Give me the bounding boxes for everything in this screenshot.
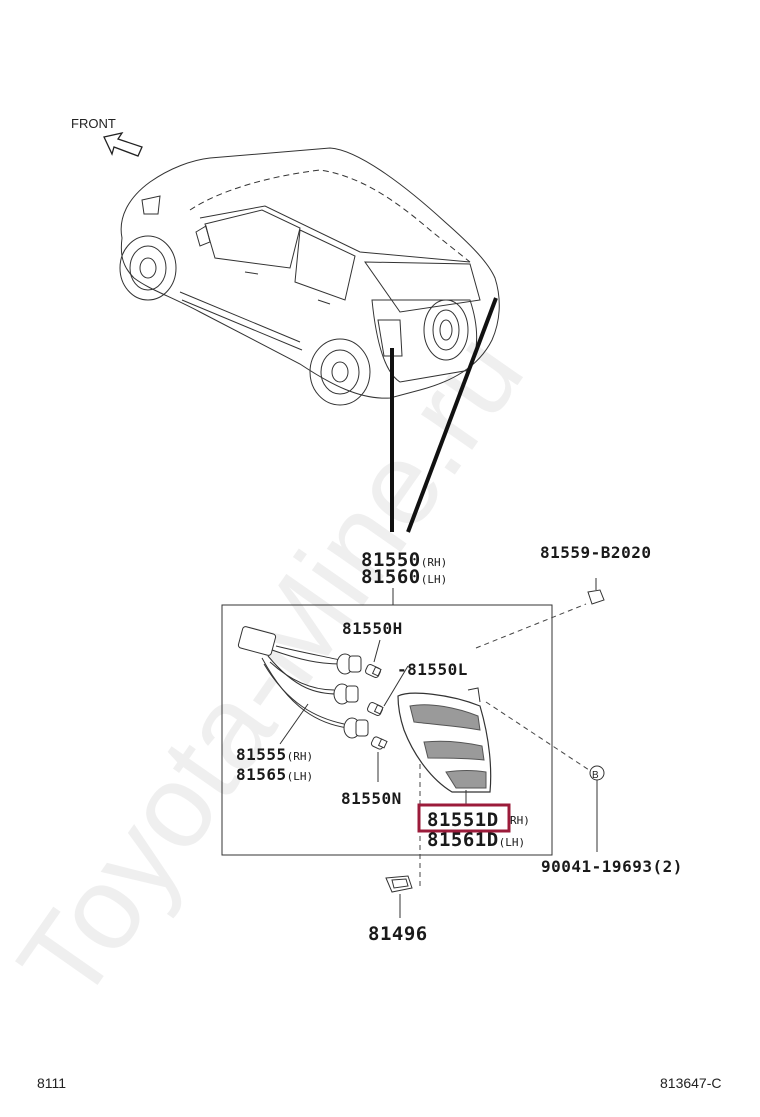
assembly-rh-part-number[interactable]: 81550(RH)	[361, 549, 447, 571]
bulb-81550n-icon	[370, 736, 388, 750]
part-81565[interactable]: 81565(LH)	[236, 765, 313, 784]
bulbs	[365, 663, 388, 750]
lamp-sockets	[333, 653, 369, 739]
footer-left-code: 8111	[37, 1075, 66, 1091]
part-81561d[interactable]: 81561D(LH)	[427, 829, 525, 851]
part-81555[interactable]: 81555(RH)	[236, 745, 313, 764]
ref-b-marker: B	[589, 765, 605, 781]
part-90041-19693[interactable]: 90041-19693(2)	[541, 857, 683, 876]
assembly-frame	[221, 604, 553, 856]
assembly-lh-side: (LH)	[421, 573, 448, 586]
part-81496[interactable]: 81496	[368, 923, 428, 945]
highlight-box-81551d	[417, 803, 511, 833]
part-81550h[interactable]: 81550H	[342, 619, 403, 638]
footer-right-code: 813647-C	[660, 1075, 722, 1091]
part-81496-icon	[385, 875, 413, 893]
part-81550n[interactable]: 81550N	[341, 789, 402, 808]
assembly-leader-lines	[390, 297, 498, 533]
leader-81550l	[383, 665, 409, 707]
part-81551d[interactable]: 81551D	[427, 809, 499, 831]
bulb-81550l-icon	[367, 701, 384, 717]
part-81550l[interactable]: -81550L	[397, 660, 468, 679]
front-label: FRONT	[71, 116, 116, 131]
part-81559-b2020[interactable]: 81559-B2020	[540, 543, 651, 562]
clip-81559-icon	[587, 578, 605, 605]
wiring-harness	[237, 626, 349, 729]
bulb-81550h-icon	[365, 663, 382, 679]
vehicle-illustration	[119, 147, 500, 406]
ref-b-label: B	[592, 770, 599, 781]
leader-81555	[279, 703, 309, 745]
front-arrow-icon	[103, 132, 143, 157]
assembly-lh-part-number[interactable]: 81560(LH)	[361, 566, 447, 588]
leader-81550h	[373, 639, 381, 663]
assembly-rh-side: (RH)	[421, 556, 448, 569]
lamp-lens-illustration	[397, 687, 492, 793]
dashed-line-ref-b	[485, 701, 593, 773]
part-81551d-side: RH)	[510, 814, 530, 827]
dashed-line-81559	[475, 603, 587, 649]
